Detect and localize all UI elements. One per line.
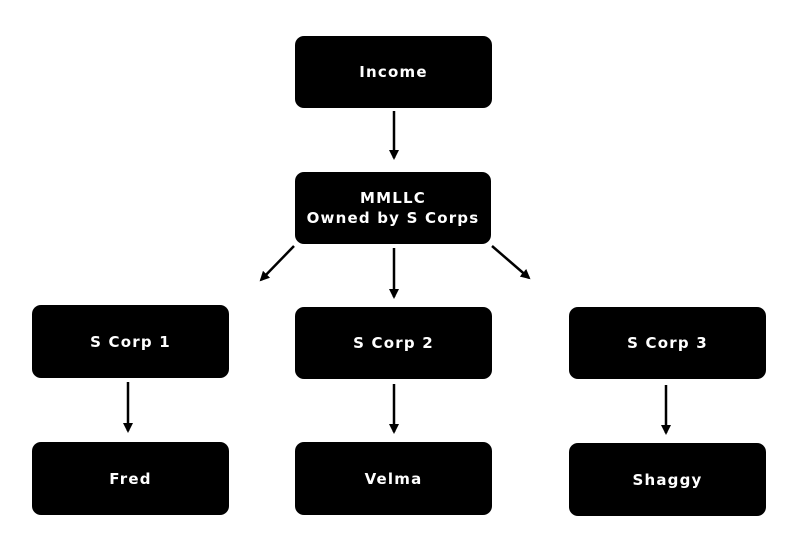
velma-label: Velma	[364, 469, 423, 488]
arrow-mmllc-to-scorp-3	[491, 245, 531, 280]
income-node: Income	[295, 36, 492, 108]
mmllc-owner-label: Owned by S Corps	[306, 209, 480, 227]
scorp-1-label: S Corp 1	[90, 332, 171, 351]
mmllc-node: MMLLC Owned by S Corps	[295, 172, 491, 244]
fred-node: Fred	[32, 442, 229, 515]
shaggy-label: Shaggy	[632, 470, 703, 489]
scorp-3-label: S Corp 3	[627, 334, 708, 352]
velma-node: Velma	[295, 442, 492, 515]
income-label: Income	[359, 63, 428, 81]
mmllc-label: MMLLC	[360, 189, 426, 207]
scorp-2-label: S Corp 2	[353, 334, 434, 352]
scorp-3-node: S Corp 3	[569, 307, 766, 379]
arrow-mmllc-to-scorp-1	[259, 245, 295, 282]
shaggy-node: Shaggy	[569, 443, 766, 516]
scorp-2-node: S Corp 2	[295, 307, 492, 379]
scorp-1-node: S Corp 1	[32, 305, 229, 378]
fred-label: Fred	[109, 469, 152, 488]
